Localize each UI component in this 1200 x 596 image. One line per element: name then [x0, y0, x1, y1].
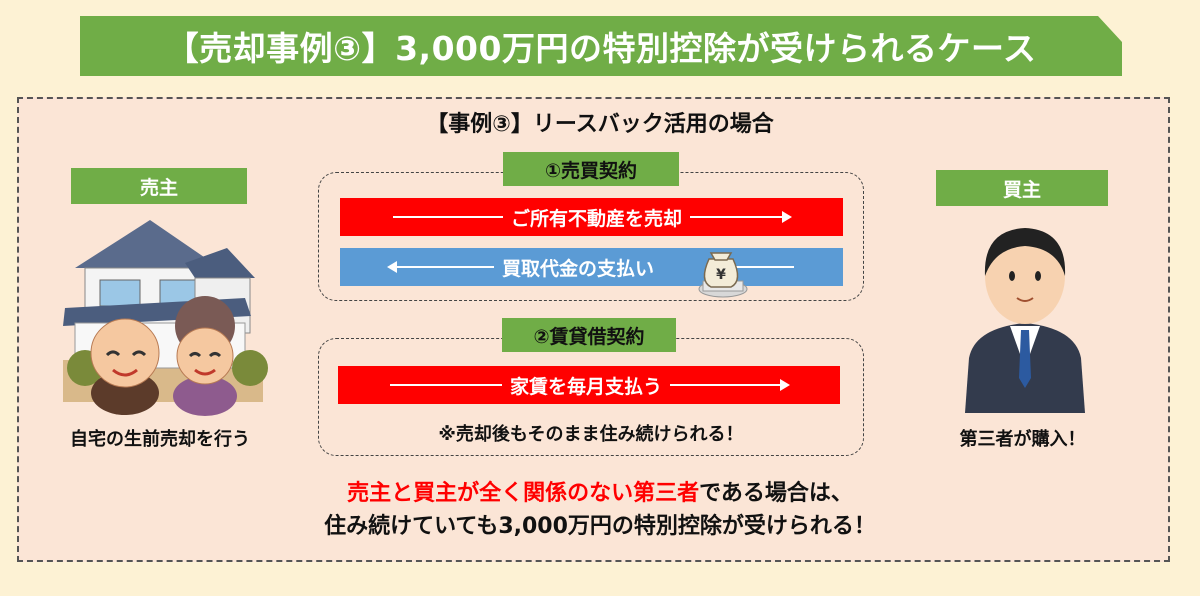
lease-note: ※売却後もそのまま住み続けられる！	[318, 420, 864, 446]
house-elderly-couple-illustration	[55, 208, 275, 408]
page-title: 【売却事例③】3,000万円の特別控除が受けられるケース	[166, 22, 1037, 70]
buyer-label: 買主	[936, 170, 1108, 206]
case-subtitle: 【事例③】リースバック活用の場合	[0, 106, 1200, 138]
svg-text:¥: ¥	[716, 267, 726, 283]
arrow-left-icon	[389, 266, 494, 268]
arrow-line-left-2	[390, 384, 502, 386]
money-bag-icon: ¥	[693, 241, 749, 299]
sell-property-text: ご所有不動産を売却	[511, 204, 682, 231]
seller-label-text: 売主	[140, 173, 178, 200]
buyer-caption: 第三者が購入！	[920, 425, 1125, 451]
buyer-label-text: 買主	[1003, 175, 1041, 202]
sales-contract-tag-text: ①売買契約	[545, 156, 637, 183]
conclusion-highlight: 売主と買主が全く関係のない第三者	[347, 481, 699, 506]
sales-contract-tag: ①売買契約	[503, 152, 679, 186]
conclusion-line-2: 住み続けていても3,000万円の特別控除が受けられる！	[0, 508, 1200, 540]
arrow-right-icon-2	[670, 384, 788, 386]
title-banner: 【売却事例③】3,000万円の特別控除が受けられるケース	[80, 16, 1122, 76]
businessman-illustration	[955, 218, 1095, 413]
rent-payment-text: 家賃を毎月支払う	[510, 372, 662, 399]
sell-property-arrow: ご所有不動産を売却	[340, 198, 843, 236]
conclusion-line-1: 売主と買主が全く関係のない第三者である場合は、	[0, 475, 1200, 507]
lease-contract-tag-text: ②賃貸借契約	[533, 322, 644, 349]
arrow-line-left	[393, 216, 503, 218]
lease-contract-tag: ②賃貸借契約	[502, 318, 676, 352]
seller-caption: 自宅の生前売却を行う	[30, 425, 290, 451]
payment-arrow: 買取代金の支払い	[340, 248, 843, 286]
rent-payment-arrow: 家賃を毎月支払う	[338, 366, 840, 404]
seller-label: 売主	[71, 168, 247, 204]
payment-text: 買取代金の支払い	[502, 254, 654, 281]
conclusion-line-1-rest: である場合は、	[699, 481, 853, 506]
arrow-right-icon	[690, 216, 790, 218]
